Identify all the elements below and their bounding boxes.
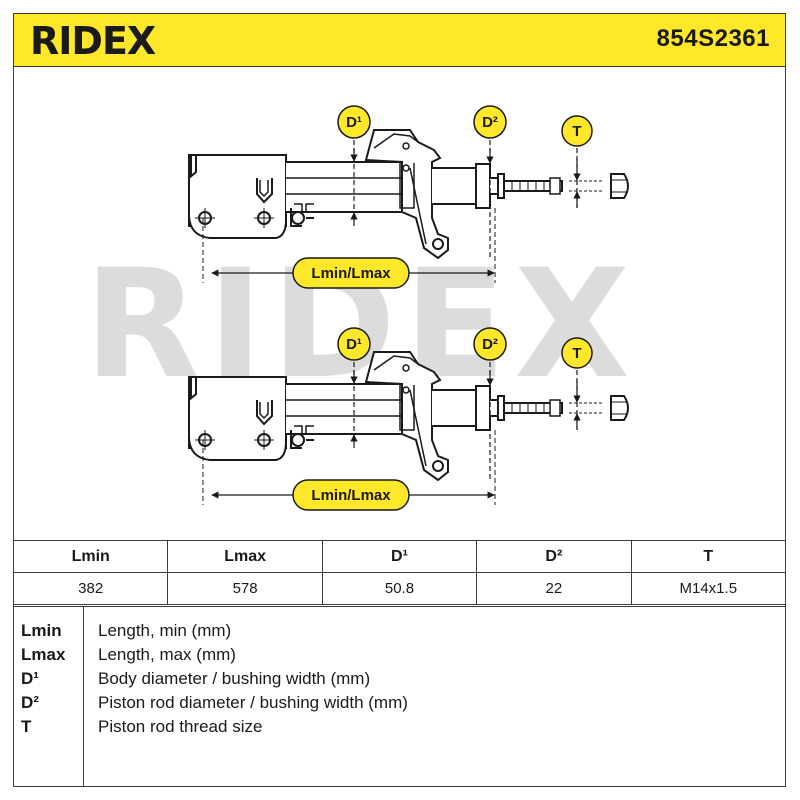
length-badge-bottom [292, 479, 410, 511]
d2-label-bottom: D² [482, 336, 498, 353]
d2-badge-bottom [473, 327, 507, 361]
part-number: 854S2361 [656, 25, 770, 52]
spec-header-lmin: Lmin [12, 540, 169, 573]
t-label-bottom: T [572, 345, 581, 362]
spec-table: Lmin Lmax D¹ D² T 382 578 50.8 22 M14x1.… [12, 540, 787, 605]
legend-key: Lmax [21, 645, 66, 664]
t-label-top: T [572, 123, 581, 140]
d1-label-bottom: D¹ [346, 336, 362, 353]
legend-divider [83, 607, 84, 787]
d1-badge-bottom [337, 327, 371, 361]
legend-key: D¹ [21, 669, 39, 688]
header-bar [13, 13, 786, 67]
length-badge-top [292, 257, 410, 289]
d2-label-top: D² [482, 114, 498, 131]
brand-logo: RIDEX [30, 20, 157, 60]
legend-description: Body diameter / bushing width (mm) [98, 669, 371, 688]
spec-header-lmax: Lmax [167, 540, 323, 573]
technical-diagram: RIDEX Lmin/Lmax D¹ D² T Lmin/Lmax D¹ D² … [84, 105, 630, 511]
d2-badge-top [473, 105, 507, 139]
legend-description: Length, min (mm) [98, 621, 232, 640]
brand-logo-text: RIDEX [30, 20, 156, 60]
strut-drawing-bottom: Lmin/Lmax D¹ D² T [189, 327, 628, 511]
spec-value-lmax: 578 [167, 572, 323, 605]
d1-badge-top [337, 105, 371, 139]
legend-key: T [21, 717, 32, 736]
legend-description: Piston rod thread size [98, 717, 263, 736]
spec-table-header-row: Lmin Lmax D¹ D² T [12, 540, 787, 573]
spec-value-lmin: 382 [12, 572, 169, 605]
spec-value-d1: 50.8 [321, 572, 478, 605]
t-badge-bottom [561, 337, 593, 369]
legend-description: Length, max (mm) [98, 645, 236, 664]
d1-label-top: D¹ [346, 114, 362, 131]
t-badge-top [561, 115, 593, 147]
length-label-top: Lmin/Lmax [311, 265, 391, 282]
legend-key: D² [21, 693, 39, 712]
spec-value-t: M14x1.5 [630, 572, 787, 605]
legend-key: Lmin [21, 621, 62, 640]
legend: Lmin Length, min (mm) Lmax Length, max (… [13, 606, 786, 787]
spec-header-d2: D² [476, 540, 632, 573]
spec-value-d2: 22 [476, 572, 632, 605]
length-label-bottom: Lmin/Lmax [311, 487, 391, 504]
legend-description: Piston rod diameter / bushing width (mm) [98, 693, 408, 712]
strut-drawing-top: Lmin/Lmax D¹ D² T [189, 105, 628, 289]
spec-header-d1: D¹ [321, 540, 478, 573]
spec-table-value-row: 382 578 50.8 22 M14x1.5 [12, 572, 787, 605]
spec-header-t: T [630, 540, 787, 573]
